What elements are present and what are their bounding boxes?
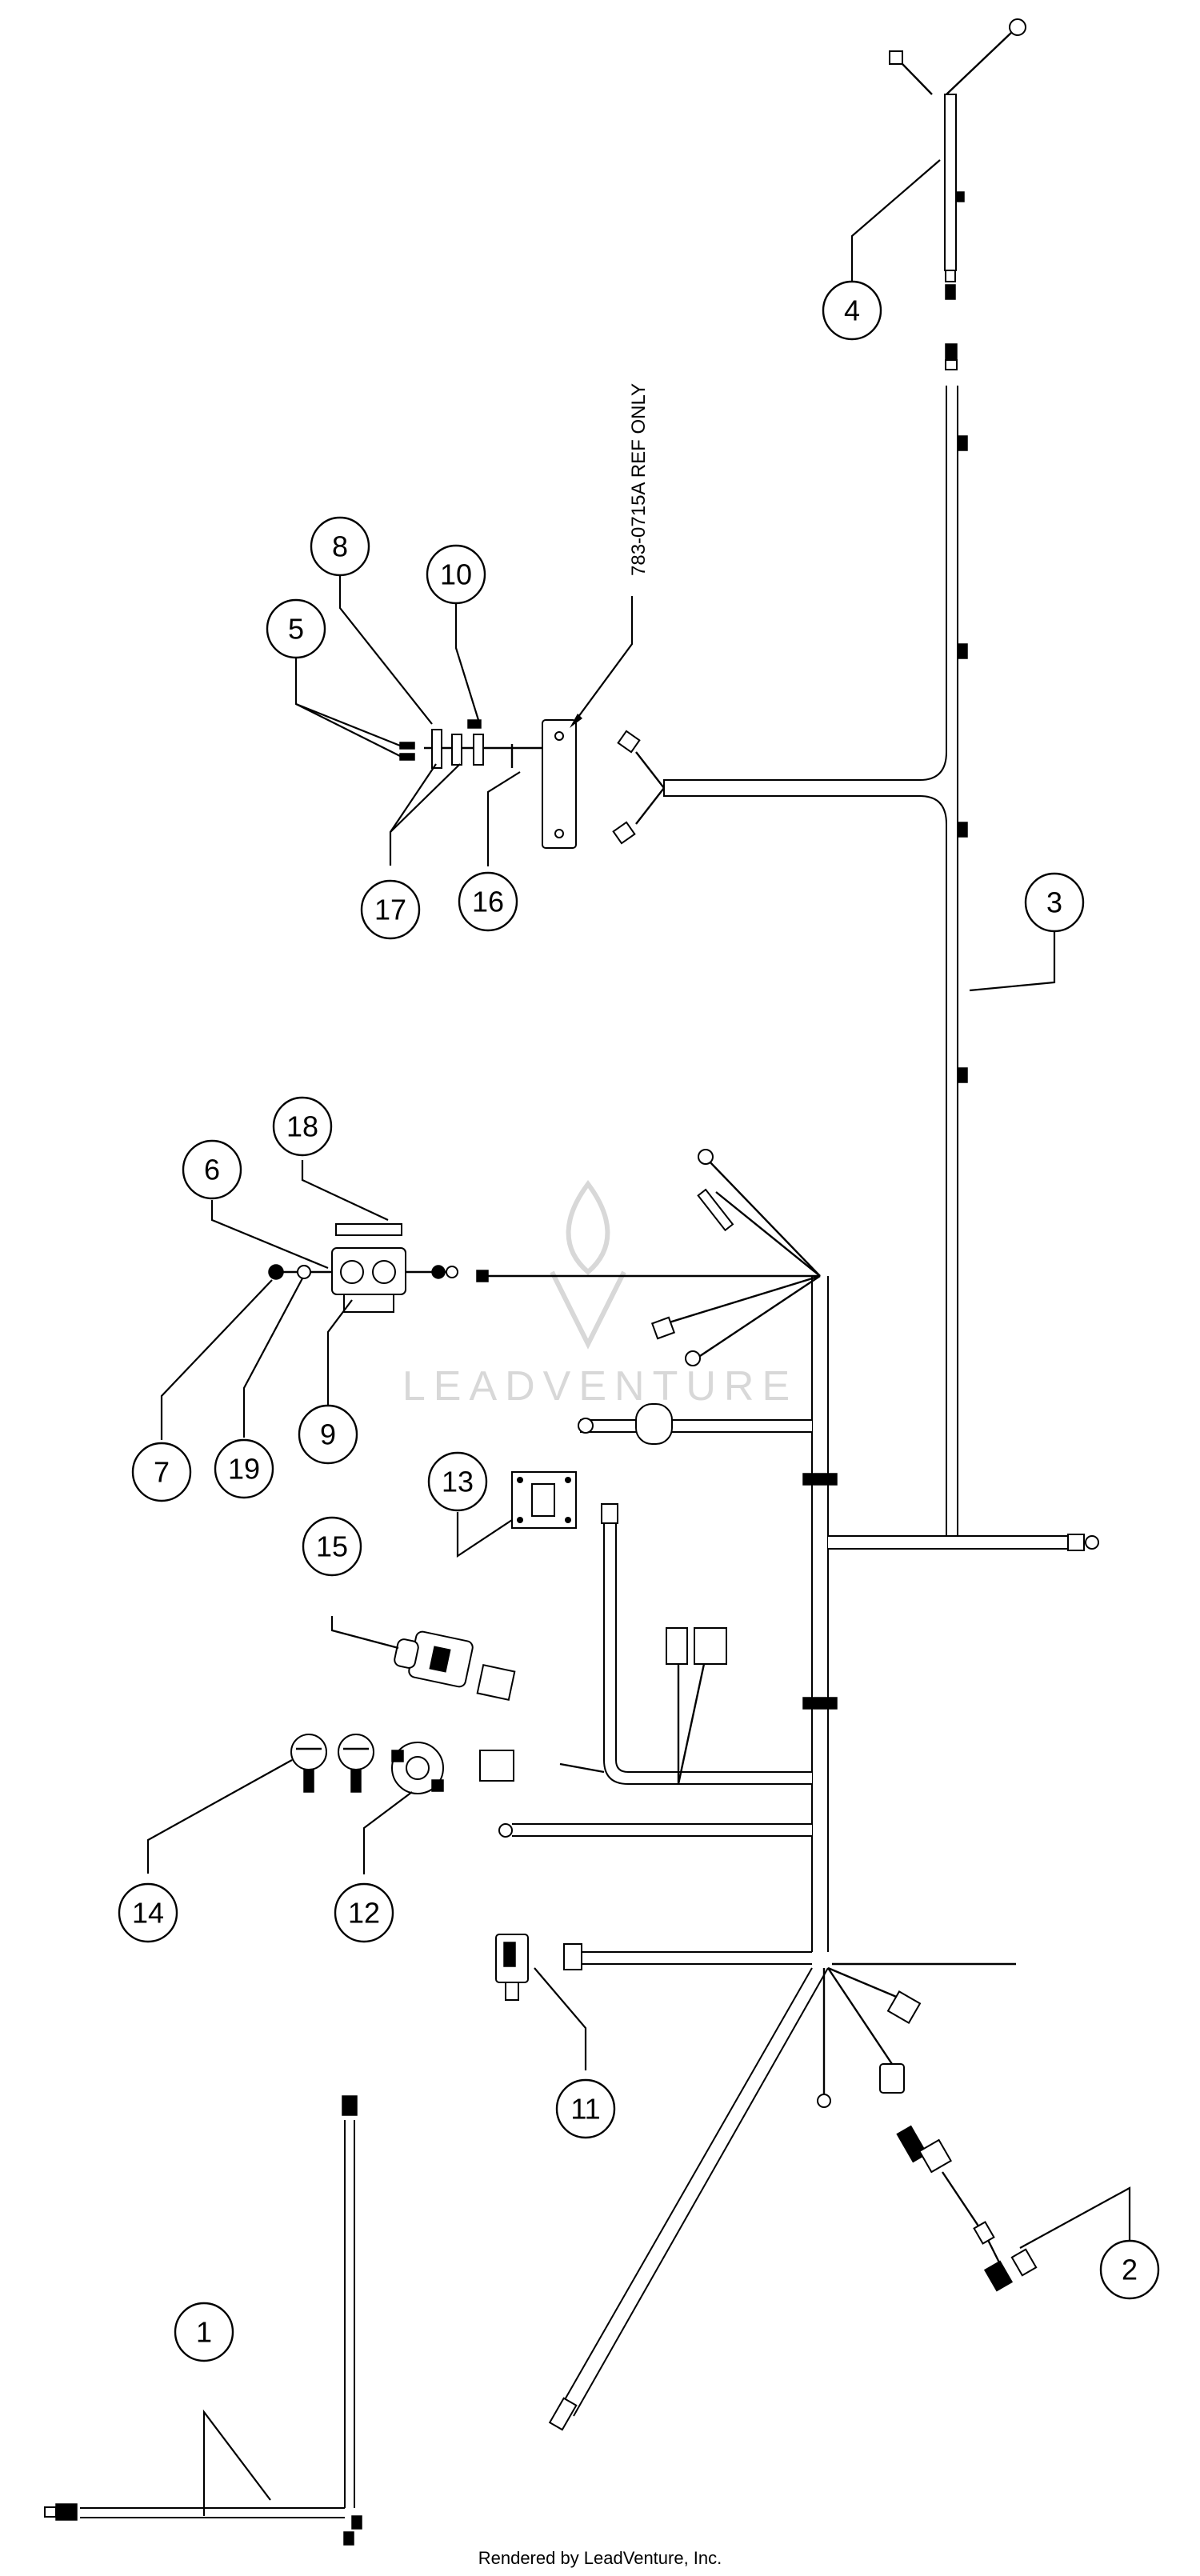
callout-number: 12 (348, 1897, 380, 1930)
relay-13 (511, 1471, 577, 1529)
callout-number: 4 (844, 294, 860, 327)
ignition-switch-12 (391, 1742, 444, 1794)
connector-3b (612, 821, 636, 845)
callout-16: 16 (458, 871, 518, 932)
harness-2 (896, 2125, 1038, 2292)
callout-6: 6 (182, 1139, 242, 1200)
callout-17: 17 (360, 879, 421, 940)
bracket-assembly: 783-0715A REF ONLY (399, 383, 650, 849)
callout-3: 3 (1024, 872, 1085, 933)
callout-7: 7 (131, 1442, 192, 1502)
connector-11 (495, 1934, 529, 2001)
callout-number: 6 (204, 1154, 220, 1186)
callout-4: 4 (822, 280, 882, 341)
callout-number: 2 (1122, 2254, 1138, 2286)
callout-5: 5 (266, 598, 326, 659)
reference-label: 783-0715A REF ONLY (628, 383, 650, 576)
callout-number: 19 (228, 1453, 260, 1486)
callout-number: 1 (196, 2316, 212, 2349)
callout-12: 12 (334, 1882, 394, 1943)
callout-8: 8 (310, 516, 370, 577)
callout-number: 18 (286, 1110, 318, 1143)
harness-1 (44, 2095, 362, 2546)
callout-1: 1 (174, 2302, 234, 2362)
callout-10: 10 (426, 544, 486, 605)
switch-15 (394, 1630, 516, 1701)
callout-19: 19 (214, 1438, 274, 1499)
callout-number: 15 (316, 1530, 348, 1563)
callout-number: 8 (332, 530, 348, 563)
callout-15: 15 (302, 1516, 362, 1577)
callout-number: 13 (442, 1466, 474, 1498)
callout-number: 3 (1046, 886, 1062, 919)
connector-3a (617, 730, 641, 754)
switch-assembly-6-9-18 (268, 1223, 458, 1313)
watermark: LEADVENTURE (402, 1179, 798, 1410)
callout-number: 7 (154, 1456, 170, 1489)
callout-number: 10 (440, 558, 472, 591)
mounting-bracket (542, 719, 577, 849)
harness-3 (612, 343, 968, 1536)
keys-14 (290, 1734, 374, 1793)
harness-4 (889, 18, 1026, 300)
watermark-flame-icon (550, 1179, 626, 1350)
callout-13: 13 (427, 1451, 488, 1512)
callout-9: 9 (298, 1404, 358, 1465)
ring-terminal-4 (1009, 18, 1026, 36)
footer-credit: Rendered by LeadVenture, Inc. (478, 2548, 722, 2568)
callout-number: 5 (288, 613, 304, 646)
callout-number: 11 (570, 2093, 600, 2126)
callout-14: 14 (118, 1882, 178, 1943)
callout-number: 9 (320, 1418, 336, 1451)
callout-11: 11 (555, 2078, 616, 2139)
callout-18: 18 (272, 1096, 333, 1157)
main-harness (476, 1149, 1099, 2431)
watermark-text: LEADVENTURE (402, 1363, 798, 1410)
callout-number: 17 (374, 894, 406, 926)
callout-2: 2 (1099, 2239, 1160, 2300)
connector-4a (889, 50, 903, 65)
callout-number: 14 (132, 1897, 164, 1930)
callout-leaders (146, 159, 1131, 2516)
callout-number: 16 (472, 886, 504, 918)
